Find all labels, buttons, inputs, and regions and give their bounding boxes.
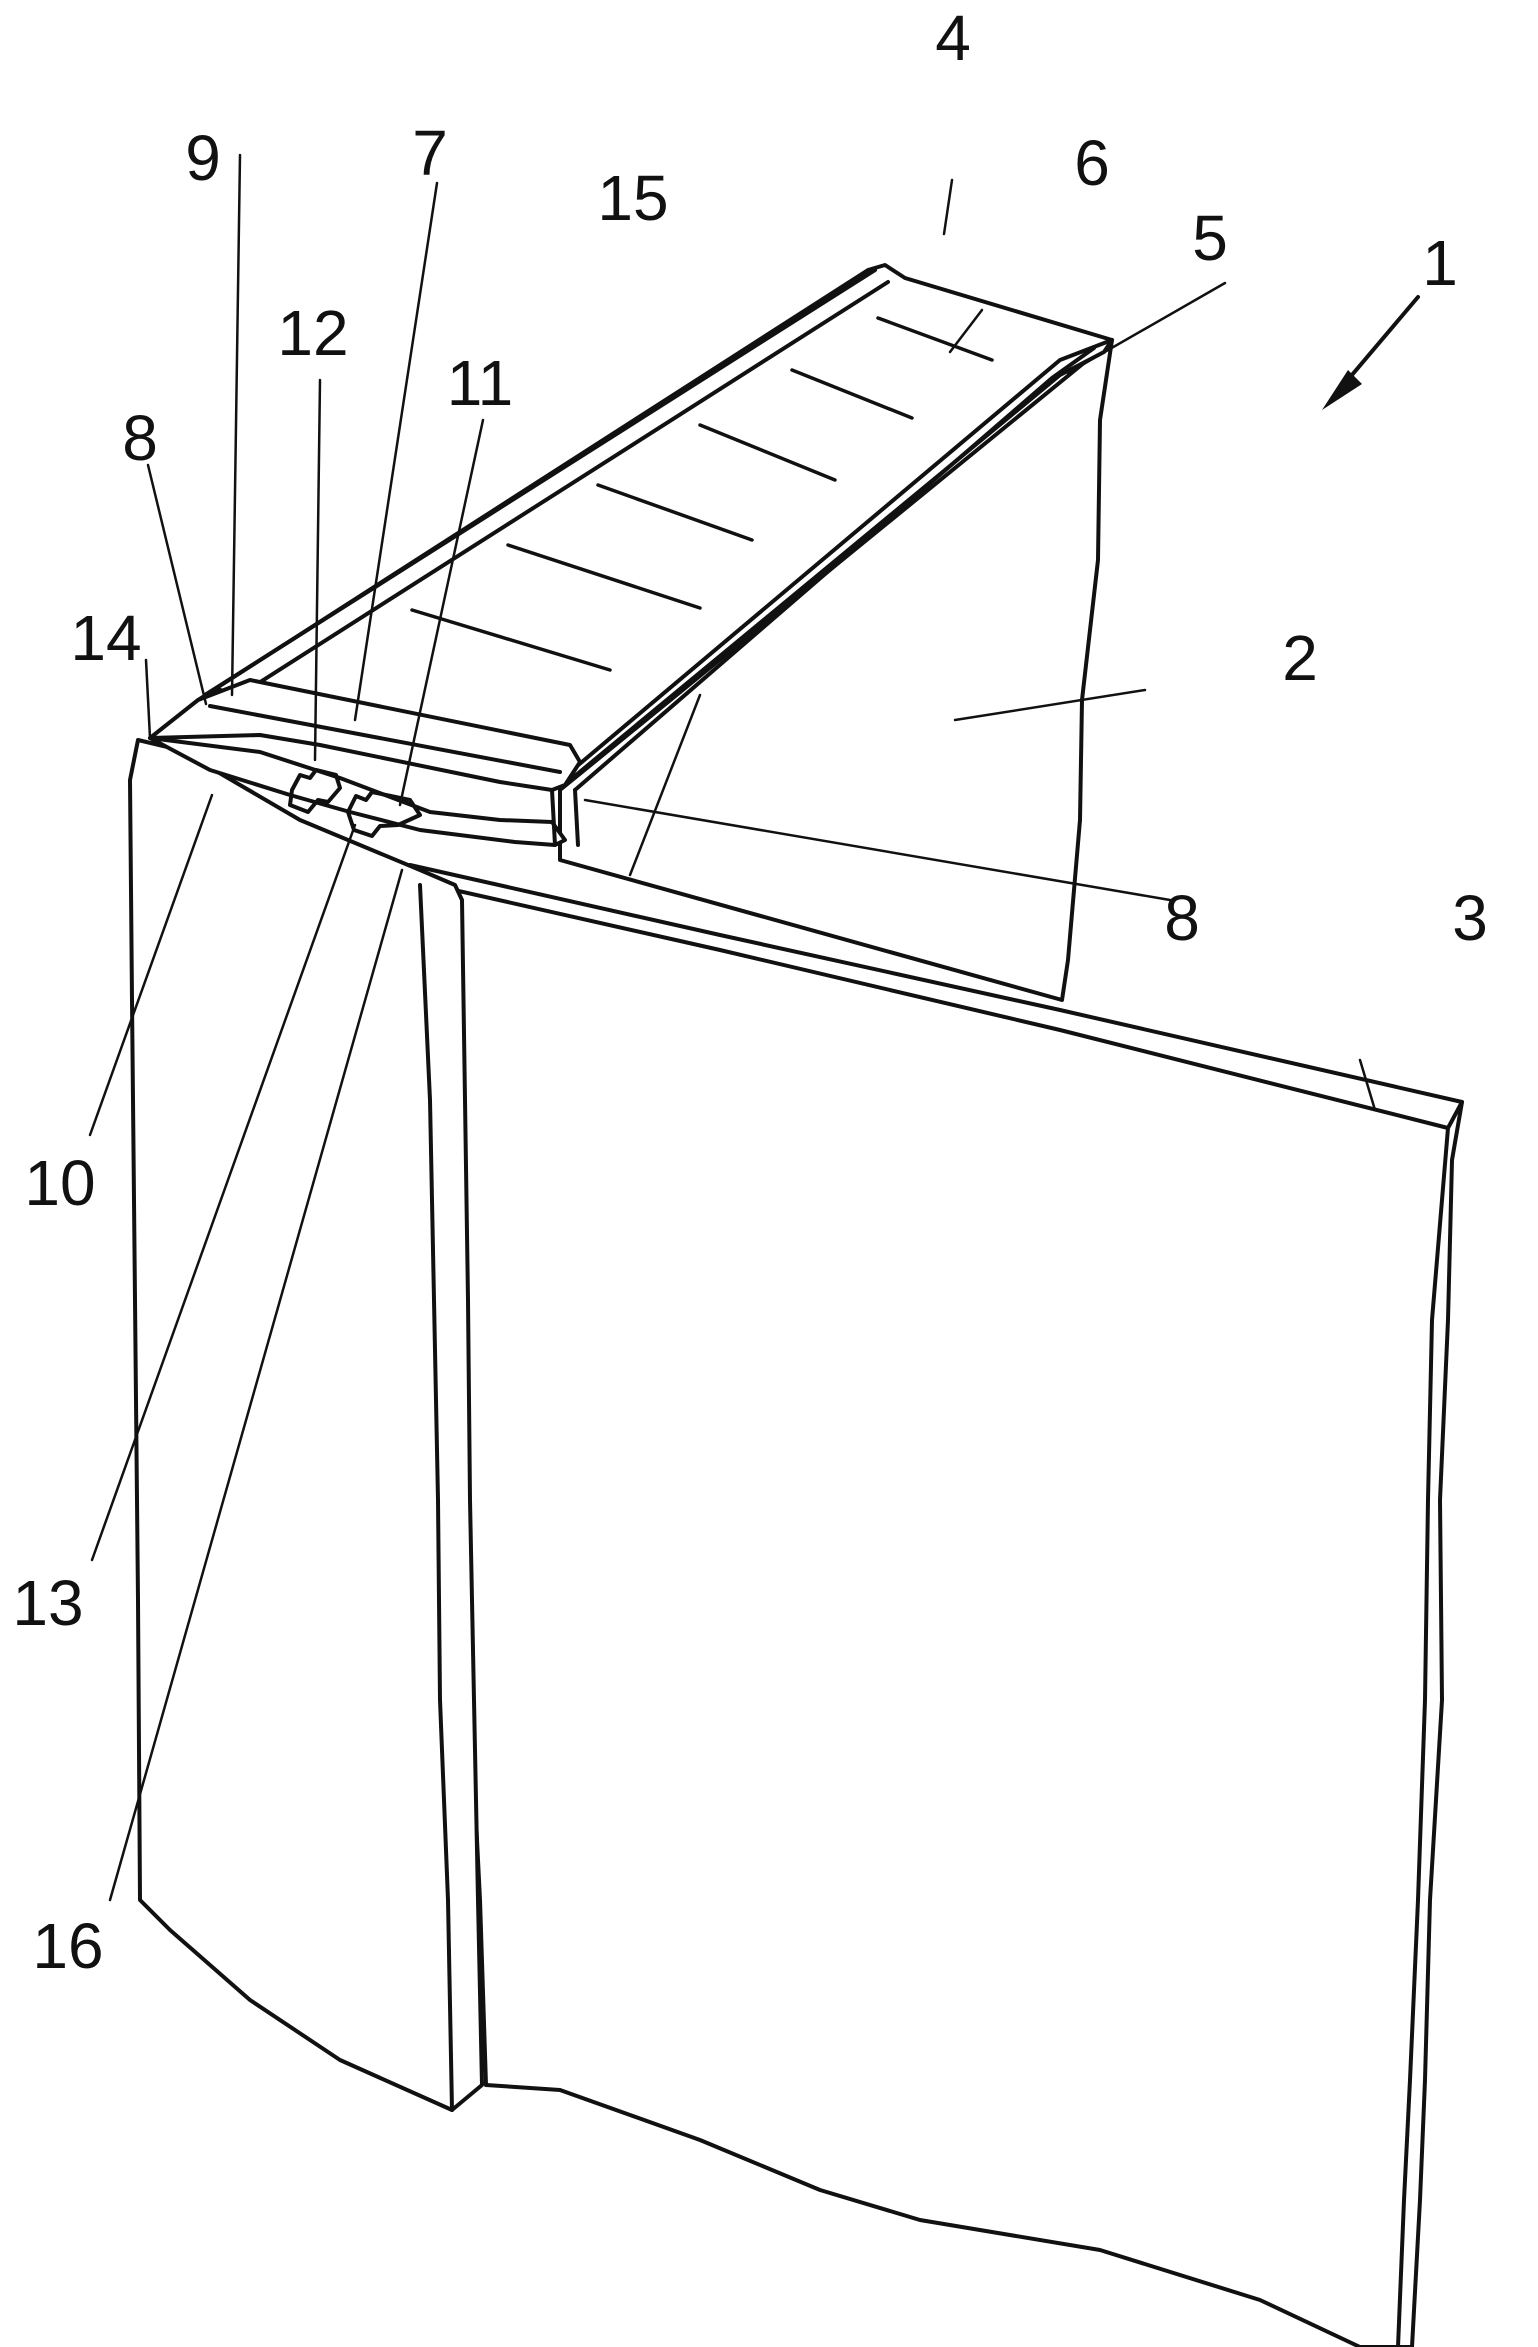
ref-8-left: 8 <box>122 402 158 474</box>
ref-12: 12 <box>277 297 348 369</box>
ref-4: 4 <box>935 2 971 74</box>
ref-9: 9 <box>185 122 221 194</box>
ref-2: 2 <box>1282 622 1318 694</box>
ref-14: 14 <box>70 602 141 674</box>
ref-15: 15 <box>597 162 668 234</box>
ref-8-right: 8 <box>1164 882 1200 954</box>
arrow-1 <box>1322 297 1418 410</box>
ref-11: 11 <box>447 347 513 419</box>
ref-16: 16 <box>32 1910 103 1982</box>
ref-1: 1 <box>1422 227 1458 299</box>
ref-13: 13 <box>12 1567 83 1639</box>
ref-5: 5 <box>1192 202 1228 274</box>
front-panel <box>410 865 1462 2347</box>
ref-6: 6 <box>1074 127 1110 199</box>
ref-10: 10 <box>24 1147 95 1219</box>
side-panel <box>130 740 482 2110</box>
ref-3: 3 <box>1452 882 1488 954</box>
ref-7: 7 <box>412 117 448 189</box>
